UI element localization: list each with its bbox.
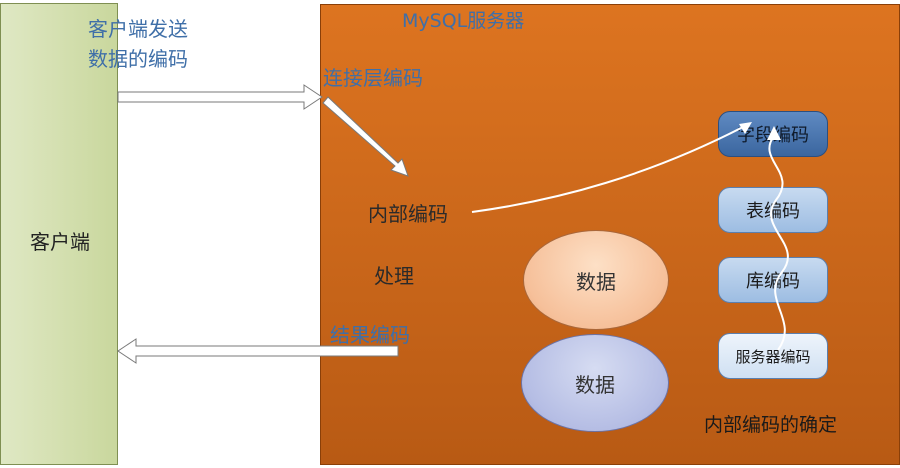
data-ellipse-blue: 数据 — [521, 334, 669, 432]
connection-to-internal-arrow — [322, 96, 409, 177]
client-box: 客户端 — [0, 3, 118, 465]
result-encoding-label: 结果编码 — [330, 323, 410, 347]
server-title: MySQL服务器 — [402, 10, 525, 32]
client-send-label: 客户端发送 数据的编码 — [88, 14, 188, 74]
client-to-server-arrow — [117, 84, 323, 110]
data-ellipse-orange: 数据 — [523, 230, 669, 330]
client-send-line-2: 数据的编码 — [88, 47, 188, 71]
server-encoding-box: 服务器编码 — [718, 333, 828, 379]
client-label: 客户端 — [30, 230, 90, 254]
internal-encoding-label: 内部编码 — [368, 202, 448, 226]
server-to-client-arrow — [117, 338, 399, 364]
client-send-line-1: 客户端发送 — [88, 17, 188, 41]
connection-encoding-label: 连接层编码 — [323, 66, 423, 90]
processing-label: 处理 — [374, 264, 414, 288]
encoding-chain-arrow — [767, 126, 789, 351]
internal-to-field-curve-arrow — [471, 122, 752, 213]
database-encoding-box: 库编码 — [718, 257, 828, 303]
internal-determination-label: 内部编码的确定 — [704, 414, 838, 436]
